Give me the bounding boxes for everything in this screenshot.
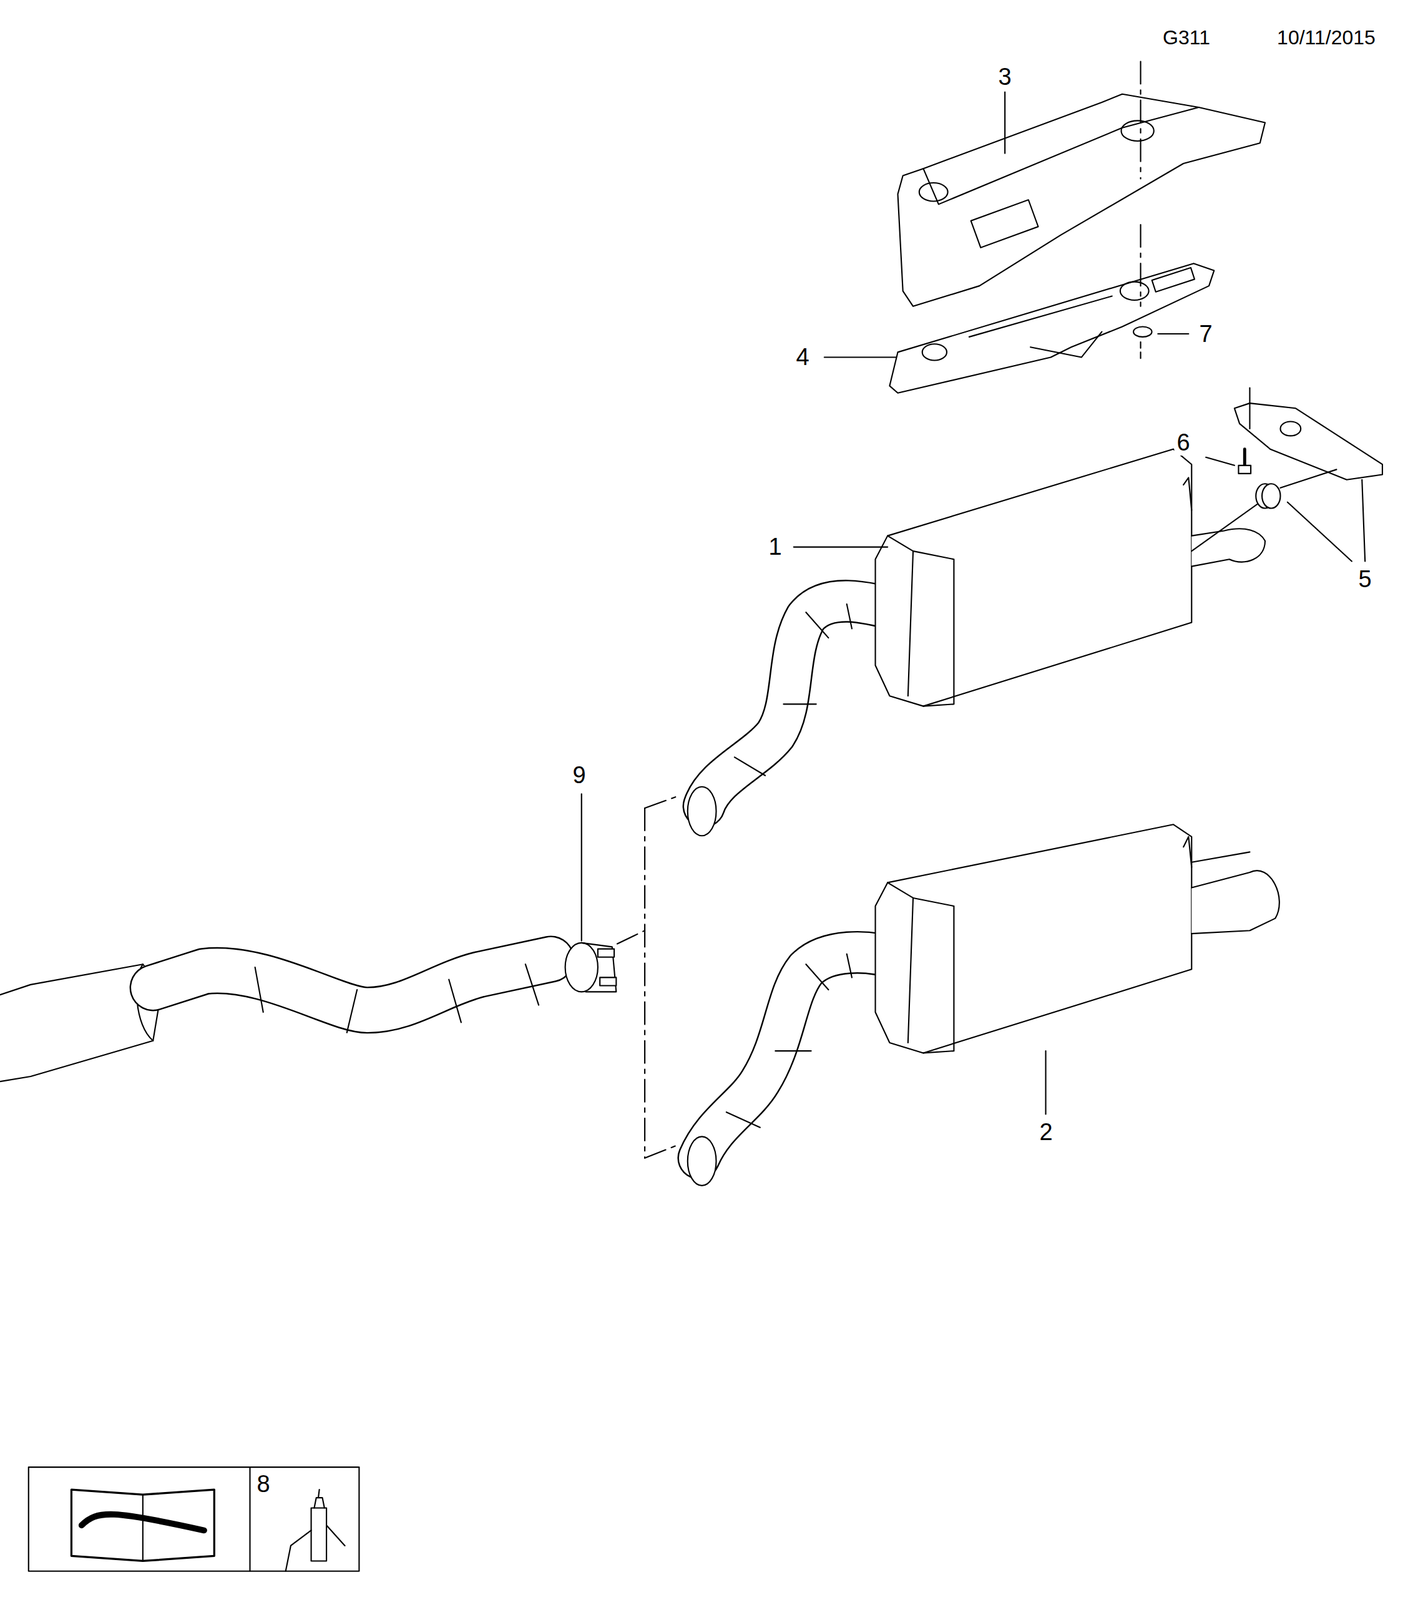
illustration-stroke — [1120, 120, 1154, 142]
callout-number: 3 — [995, 63, 1014, 90]
callout-number: 7 — [1196, 320, 1215, 348]
illustration-stroke — [28, 1467, 360, 1572]
illustration-stroke — [734, 604, 852, 776]
illustration-stroke — [1139, 61, 1141, 180]
callout-number: 5 — [1355, 566, 1374, 593]
illustration-stroke — [969, 295, 1113, 357]
illustration-stroke — [1183, 836, 1250, 868]
illustration-stroke — [971, 199, 1039, 248]
callout-number: 8 — [254, 1471, 273, 1498]
callout-number: 2 — [1036, 1119, 1055, 1146]
illustration-stroke — [142, 1494, 144, 1561]
illustration-stroke — [919, 182, 949, 201]
illustration-stroke — [597, 949, 615, 958]
illustration-stroke — [889, 263, 1214, 394]
illustration-stroke — [285, 1525, 346, 1572]
callout-number: 1 — [765, 533, 784, 560]
illustration-stroke — [1261, 483, 1281, 509]
illustration-stroke — [922, 343, 947, 361]
illustration-stroke — [152, 959, 552, 1011]
illustration-stroke — [71, 1489, 215, 1561]
illustration-stroke — [687, 1136, 717, 1186]
callout-number: 4 — [793, 343, 812, 371]
illustration-stroke — [875, 449, 1193, 707]
header-text: 10/11/2015 — [1274, 26, 1379, 49]
illustration-stroke — [581, 943, 617, 992]
illustration-stroke — [875, 824, 1193, 1053]
illustration-stroke — [599, 977, 617, 986]
illustration-stroke — [887, 882, 954, 1053]
illustration-stroke — [687, 787, 717, 836]
illustration-stroke — [1238, 465, 1251, 474]
illustration-stroke — [699, 952, 899, 1158]
illustration-stroke — [704, 601, 899, 806]
illustration-stroke — [923, 107, 1199, 205]
illustration-stroke — [1280, 421, 1301, 437]
illustration-stroke — [313, 1489, 324, 1508]
callout-number: 9 — [569, 762, 588, 789]
illustration-stroke — [311, 1507, 328, 1561]
illustration-stroke — [887, 536, 954, 707]
illustration-stroke — [152, 959, 552, 1011]
header-text: G311 — [1160, 26, 1213, 49]
illustration-stroke — [1191, 870, 1280, 934]
illustration-stroke — [1280, 469, 1337, 488]
illustration-stroke — [1248, 388, 1251, 429]
illustration-stroke — [1139, 224, 1141, 307]
illustration-stroke — [81, 1514, 205, 1531]
illustration-stroke — [617, 795, 679, 1158]
illustration-stroke — [565, 943, 598, 992]
illustration-stroke — [908, 898, 914, 1043]
illustration-stroke — [704, 601, 899, 806]
illustration-stroke — [1120, 282, 1149, 301]
illustration-stroke — [255, 964, 539, 1033]
illustration-stroke — [1191, 528, 1266, 567]
illustration-stroke — [908, 551, 914, 696]
illustration-stroke — [581, 92, 1365, 1115]
illustration-stroke — [0, 61, 1383, 1572]
illustration-stroke — [726, 954, 852, 1128]
illustration-stroke — [1234, 403, 1383, 480]
illustration-stroke — [644, 808, 646, 1159]
illustration-stroke — [1243, 449, 1247, 468]
illustration-stroke — [1139, 342, 1141, 363]
illustration-stroke — [1133, 327, 1152, 338]
callout-number: 6 — [1173, 429, 1193, 456]
illustration-stroke — [1152, 267, 1195, 293]
illustration-stroke — [249, 1467, 251, 1572]
illustration-stroke — [699, 952, 899, 1158]
